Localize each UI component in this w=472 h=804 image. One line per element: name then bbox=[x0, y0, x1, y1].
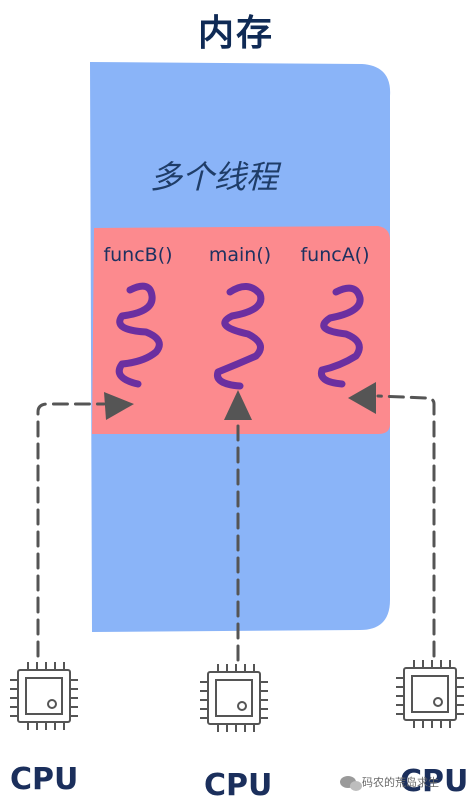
wechat-logo-icon bbox=[340, 776, 362, 791]
cpu-chip-icon bbox=[200, 664, 268, 732]
cpu-label-middle: CPU bbox=[204, 768, 273, 803]
arrowhead-middle bbox=[224, 390, 252, 420]
cpu-label-left: CPU bbox=[10, 762, 79, 797]
watermark-text: 码农的荒岛求生 bbox=[362, 776, 439, 789]
thread-squiggle-funcB bbox=[115, 282, 163, 388]
function-label-funcB: funcB() bbox=[103, 244, 173, 266]
thread-squiggle-funcA bbox=[317, 284, 364, 388]
cpu-chip-icon bbox=[396, 660, 464, 728]
cpu-chip-icon bbox=[10, 662, 78, 730]
thread-squiggle-main bbox=[214, 283, 265, 390]
cpu-label-right: CPU bbox=[400, 764, 469, 799]
arrow-path-right bbox=[376, 394, 436, 658]
arrow-path-left bbox=[36, 402, 106, 658]
arrowhead-right bbox=[348, 382, 376, 414]
function-label-main: main() bbox=[208, 244, 272, 266]
arrowhead-left bbox=[104, 392, 134, 420]
threads-label: 多个线程 bbox=[150, 158, 279, 196]
function-label-funcA: funcA() bbox=[300, 244, 370, 266]
memory-title: 内存 bbox=[197, 13, 274, 54]
